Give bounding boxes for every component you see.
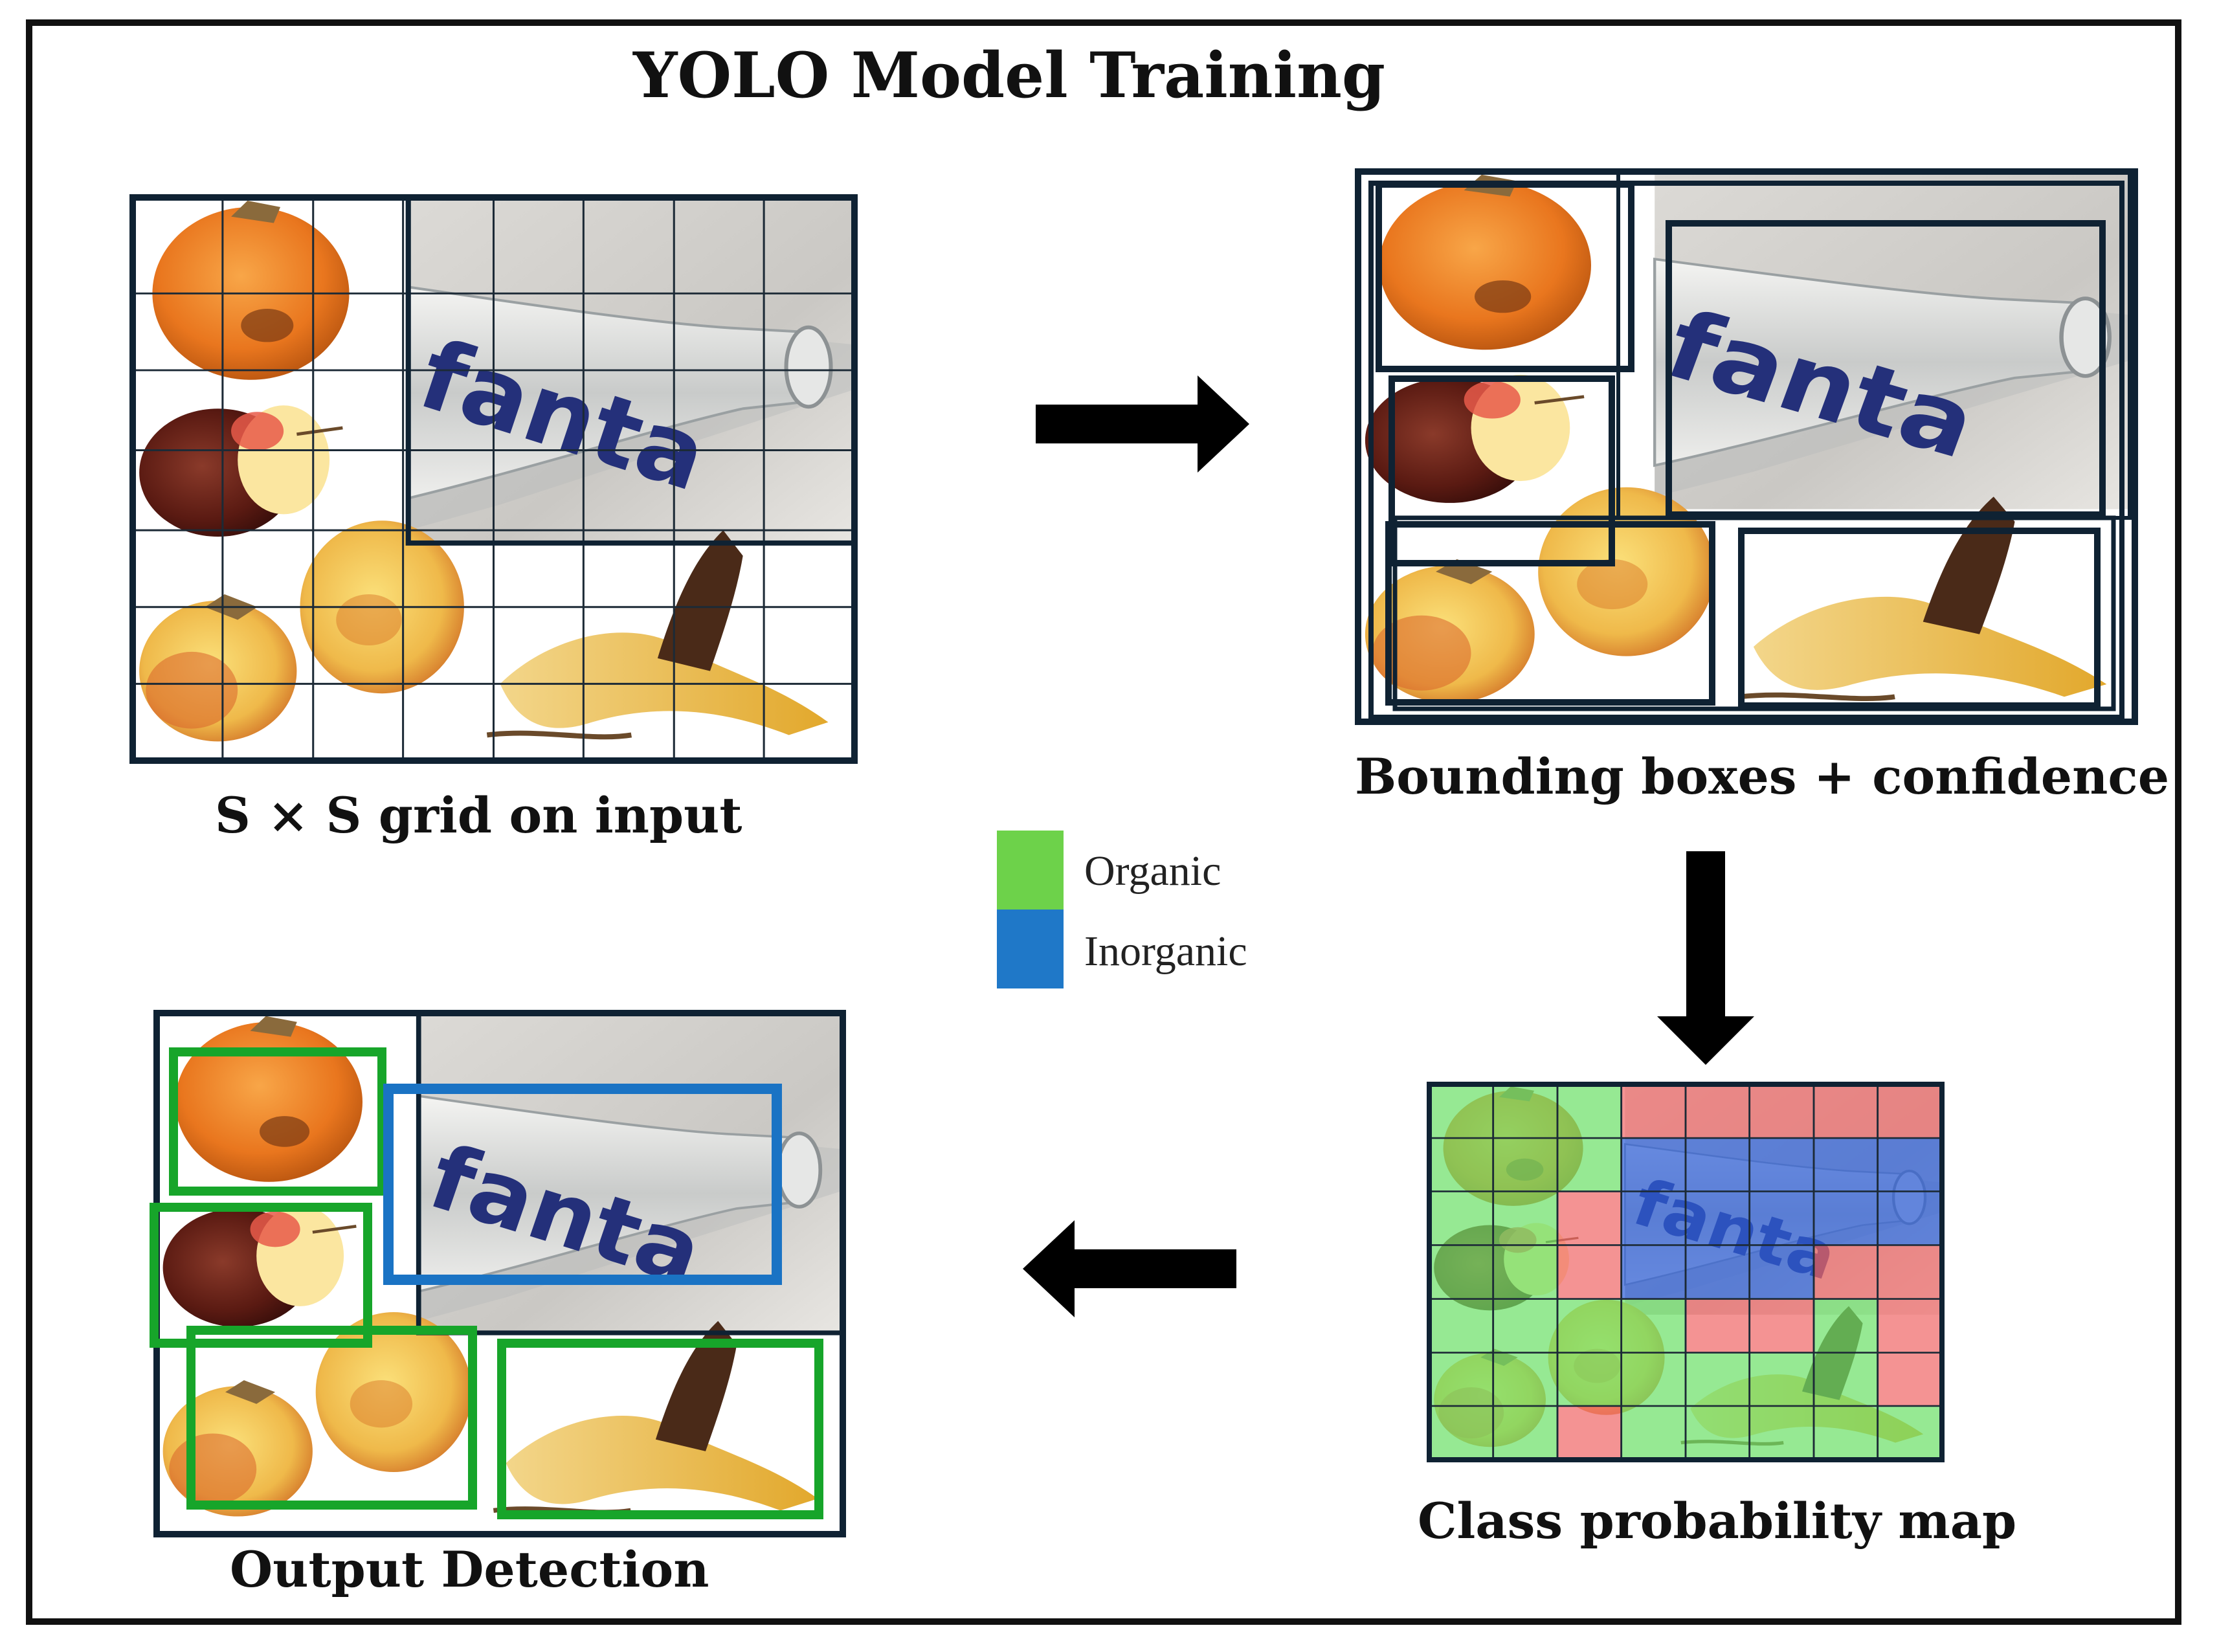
- organic-detection-box: [186, 1326, 477, 1510]
- diagram-title: YOLO Model Training: [633, 39, 1385, 112]
- class-map-cell: [1557, 1084, 1622, 1138]
- class-map-cell: [1878, 1299, 1942, 1353]
- class-map-cell: [1814, 1299, 1878, 1353]
- class-map-cell: [1557, 1406, 1622, 1460]
- class-map-cell: [1429, 1406, 1493, 1460]
- class-map-cell: [1750, 1299, 1814, 1353]
- class-map-cell: [1493, 1084, 1557, 1138]
- class-map-cell: [1814, 1084, 1878, 1138]
- organic-detection-box: [497, 1339, 823, 1519]
- legend-inorganic-label: Inorganic: [1084, 928, 1247, 975]
- class-map-cell: [1429, 1191, 1493, 1245]
- class-map-image: [1429, 1084, 1942, 1460]
- outer-frame: [26, 19, 2181, 1625]
- class-map-cell: [1429, 1245, 1493, 1299]
- grid-input-caption: S × S grid on input: [215, 787, 742, 844]
- inorganic-detection-box: [383, 1084, 782, 1285]
- class-map-cell: [1686, 1191, 1750, 1245]
- class-map-cell: [1493, 1191, 1557, 1245]
- grid-input-image: [133, 197, 854, 761]
- class-map-cell: [1429, 1084, 1493, 1138]
- output-image: [157, 1013, 843, 1534]
- arrow-left-icon: [1023, 1220, 1236, 1317]
- class-map-cell: [1750, 1191, 1814, 1245]
- class-map-cell: [1429, 1352, 1493, 1407]
- class-map-cell: [1686, 1299, 1750, 1353]
- legend-organic-label: Organic: [1084, 847, 1221, 895]
- class-map-cell: [1622, 1245, 1686, 1299]
- output-panel: [150, 1010, 846, 1537]
- class-map-cell: [1814, 1352, 1878, 1407]
- class-map-cell: [1557, 1137, 1622, 1192]
- class-map-cell: [1557, 1352, 1622, 1407]
- class-map-cell: [1686, 1245, 1750, 1299]
- class-map-cell: [1622, 1299, 1686, 1353]
- arrow-right-icon: [1036, 375, 1249, 473]
- class-map-cell: [1878, 1245, 1942, 1299]
- organic-detection-box: [150, 1203, 372, 1348]
- class-map-cell: [1686, 1406, 1750, 1460]
- arrow-down-icon: [1657, 851, 1754, 1065]
- class-map-cell: [1750, 1245, 1814, 1299]
- bounding-boxes-caption: Bounding boxes + confidence: [1355, 748, 2170, 805]
- class-map-cell: [1750, 1352, 1814, 1407]
- class-map-cell: [1686, 1352, 1750, 1407]
- class-map-cell: [1622, 1191, 1686, 1245]
- class-map-cell: [1814, 1137, 1878, 1192]
- class-map-cell: [1686, 1137, 1750, 1192]
- class-map-cell: [1493, 1245, 1557, 1299]
- class-map-caption: Class probability map: [1418, 1492, 2017, 1550]
- class-map-cell: [1750, 1137, 1814, 1192]
- class-map-cell: [1429, 1299, 1493, 1353]
- bounding-boxes-image: [1358, 172, 2135, 722]
- class-map-cell: [1493, 1299, 1557, 1353]
- class-map-cell: [1878, 1084, 1942, 1138]
- class-map-cell: [1878, 1191, 1942, 1245]
- organic-detection-box: [169, 1047, 386, 1196]
- class-map-cell: [1493, 1137, 1557, 1192]
- class-map-cell: [1878, 1406, 1942, 1460]
- class-map-cell: [1622, 1084, 1686, 1138]
- class-map-cell: [1557, 1191, 1622, 1245]
- class-map-cell: [1622, 1137, 1686, 1192]
- bounding-boxes-panel: [1355, 168, 2138, 725]
- class-map-panel: [1427, 1082, 1945, 1462]
- class-map-cell: [1878, 1352, 1942, 1407]
- class-map-cell: [1622, 1406, 1686, 1460]
- class-map-cell: [1557, 1299, 1622, 1353]
- class-map-cell: [1878, 1137, 1942, 1192]
- class-map-cell: [1686, 1084, 1750, 1138]
- class-map-cell: [1493, 1352, 1557, 1407]
- class-map-cell: [1814, 1406, 1878, 1460]
- class-map-cell: [1429, 1137, 1493, 1192]
- class-map-cell: [1493, 1406, 1557, 1460]
- grid-input-panel: [129, 194, 858, 764]
- legend-inorganic-swatch: [997, 910, 1064, 988]
- class-map-cell: [1557, 1245, 1622, 1299]
- class-map-cell: [1814, 1191, 1878, 1245]
- class-map-cell: [1750, 1406, 1814, 1460]
- class-map-cell: [1750, 1084, 1814, 1138]
- class-map-cell: [1622, 1352, 1686, 1407]
- output-caption: Output Detection: [230, 1541, 709, 1598]
- legend-organic-swatch: [997, 831, 1064, 910]
- class-map-cell: [1814, 1245, 1878, 1299]
